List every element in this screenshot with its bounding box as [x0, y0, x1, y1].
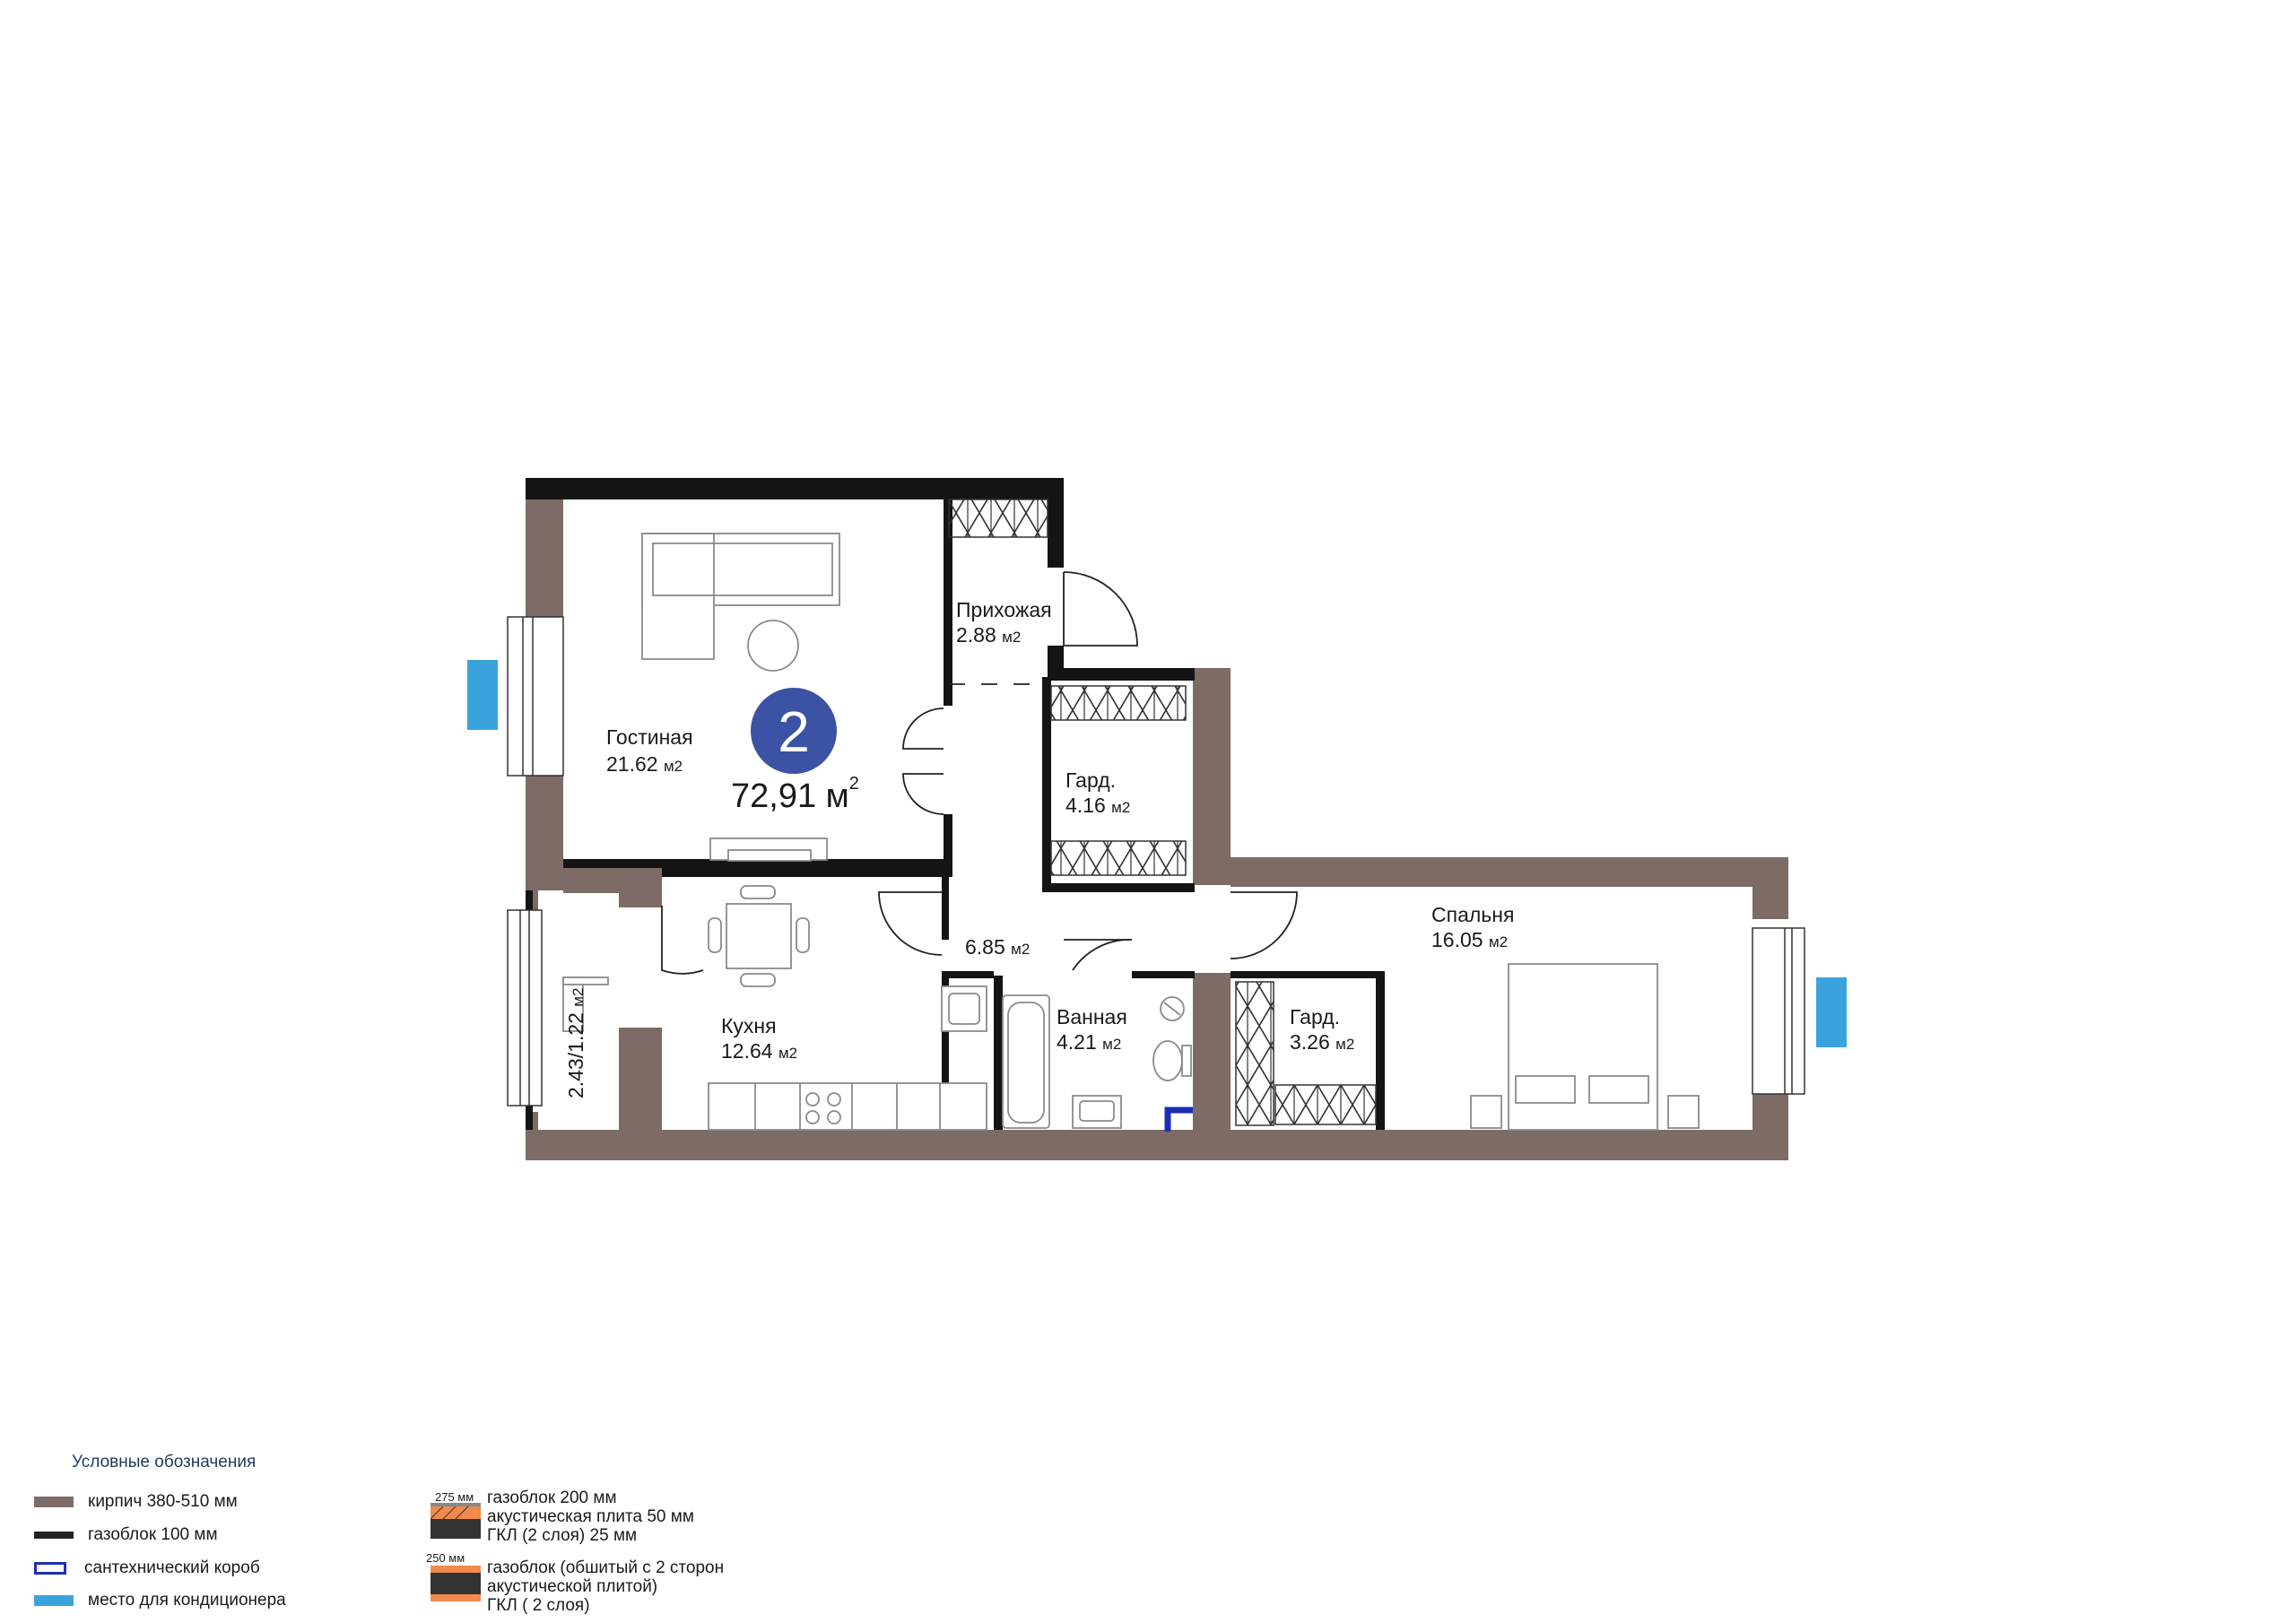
sanitary-duct	[1164, 1107, 1193, 1132]
wardrobe2-name: Гард.	[1290, 1005, 1340, 1028]
wardrobe1-area: 4.16 м2	[1065, 794, 1130, 817]
wall2-swatch	[430, 1566, 481, 1601]
wall1-dim: 275 мм	[435, 1490, 474, 1504]
kitchen-name: Кухня	[721, 1014, 777, 1037]
legend-label: кирпич 380-510 мм	[88, 1492, 238, 1511]
wall1-swatch	[430, 1503, 481, 1539]
legend-title: Условные обозначения	[72, 1453, 257, 1471]
wall2-line: газоблок (обшитый с 2 сторон	[487, 1558, 725, 1577]
living-room-area: 21.62 м2	[606, 752, 683, 776]
room-labels: Гостиная 21.62 м2 Прихожая 2.88 м2 Гард.…	[564, 598, 1514, 1098]
wall2-line: ГКЛ ( 2 слоя)	[487, 1596, 590, 1615]
corridor-area: 6.85 м2	[965, 935, 1030, 959]
brick-swatch	[34, 1497, 74, 1507]
legend-item-brick: кирпич 380-510 мм	[34, 1488, 238, 1515]
windows	[507, 616, 1805, 1107]
rooms-count-badge	[751, 688, 837, 774]
ac-swatch	[34, 1595, 74, 1606]
furniture	[562, 533, 1700, 1131]
legend-label: газоблок 100 мм	[88, 1525, 218, 1544]
legend-item-duct: сантехнический короб	[34, 1555, 260, 1582]
legend-label: место для кондиционера	[88, 1591, 286, 1610]
wall1-line: газоблок 200 мм	[487, 1488, 617, 1507]
wall2-dim: 250 мм	[426, 1551, 465, 1565]
wall1-line: акустическая плита 50 мм	[487, 1507, 694, 1526]
hall-area: 2.88 м2	[956, 623, 1021, 647]
gasblock-swatch	[34, 1532, 74, 1539]
closets	[948, 499, 1377, 1126]
wall1-line: ГКЛ (2 слоя) 25 мм	[487, 1526, 638, 1545]
ac-units	[467, 660, 1847, 1047]
legend-label: сантехнический короб	[84, 1558, 260, 1577]
kitchen-area: 12.64 м2	[721, 1039, 797, 1063]
wall2-line: акустической плитой)	[487, 1577, 658, 1596]
wardrobe1-name: Гард.	[1065, 768, 1116, 792]
legend-item-ac: место для кондиционера	[34, 1587, 286, 1614]
wall1-desc: газоблок 200 мм акустическая плита 50 мм…	[487, 1488, 694, 1545]
bedroom-name: Спальня	[1431, 903, 1514, 926]
legend-item-gasblock: газоблок 100 мм	[34, 1522, 218, 1549]
hall-name: Прихожая	[956, 598, 1052, 621]
rooms-count-number: 2	[778, 699, 810, 764]
wardrobe2-area: 3.26 м2	[1290, 1030, 1354, 1054]
balcony-area: 2.43/1.22 м2	[564, 988, 587, 1098]
duct-swatch	[34, 1562, 66, 1575]
bathroom-name: Ванная	[1057, 1005, 1127, 1028]
doors	[661, 571, 1298, 975]
bedroom-area: 16.05 м2	[1431, 928, 1508, 951]
living-room-name: Гостиная	[606, 725, 693, 749]
bathroom-area: 4.21 м2	[1057, 1030, 1121, 1054]
legend: Условные обозначения кирпич 380-510 мм г…	[34, 1453, 969, 1623]
total-area: 72,91 м2	[731, 774, 859, 815]
wall2-desc: газоблок (обшитый с 2 сторон акустическо…	[487, 1558, 724, 1615]
